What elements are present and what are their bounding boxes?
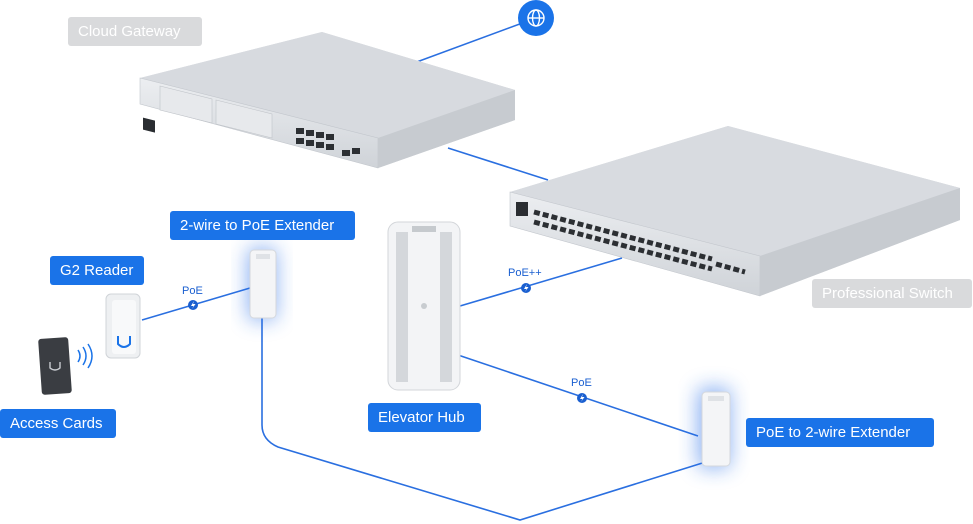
- poe-reader-label: PoE: [182, 285, 203, 297]
- poe-marker-hub-extender: PoE: [571, 377, 592, 403]
- poe-to-two-wire-extender-label: PoE to 2-wire Extender: [746, 418, 934, 447]
- switch-port-rows: [533, 209, 746, 275]
- two-wire-link: [261, 318, 713, 521]
- elevator-hub-device: [387, 221, 461, 391]
- lightning-icon: [580, 394, 585, 402]
- g2-reader-label: G2 Reader: [50, 256, 144, 285]
- two-wire-to-poe-extender-device: [248, 248, 277, 320]
- lightning-icon: [191, 301, 196, 309]
- switch-hub-link: [459, 257, 623, 307]
- drive-bays: [159, 85, 273, 139]
- lightning-icon: [524, 284, 529, 292]
- poe-marker-reader: PoE: [182, 285, 203, 310]
- professional-switch-label: Professional Switch: [812, 279, 972, 308]
- cloud-gateway-device: [139, 32, 515, 169]
- globe-icon: [527, 9, 545, 27]
- two-wire-to-poe-extender-label: 2-wire to PoE Extender: [170, 211, 355, 240]
- access-card: [38, 337, 93, 395]
- internet-globe: [518, 0, 554, 36]
- gateway-ports: [296, 128, 360, 156]
- u-logo-icon: [49, 362, 61, 371]
- cloud-gateway-label: Cloud Gateway: [68, 17, 202, 46]
- elevator-hub-label: Elevator Hub: [368, 403, 481, 432]
- gateway-switch-link: [447, 147, 549, 181]
- access-cards-label: Access Cards: [0, 409, 116, 438]
- poe-to-two-wire-extender-device: [698, 388, 731, 468]
- g2-reader-device: [105, 293, 141, 359]
- poe-marker-switch-hub: PoE++: [508, 267, 542, 293]
- poe-hub-label: PoE: [571, 377, 592, 389]
- u-logo-icon: [117, 336, 131, 348]
- poe-plus-plus-label: PoE++: [508, 267, 542, 279]
- professional-switch-device: [509, 126, 960, 297]
- nfc-waves-icon: [77, 343, 93, 369]
